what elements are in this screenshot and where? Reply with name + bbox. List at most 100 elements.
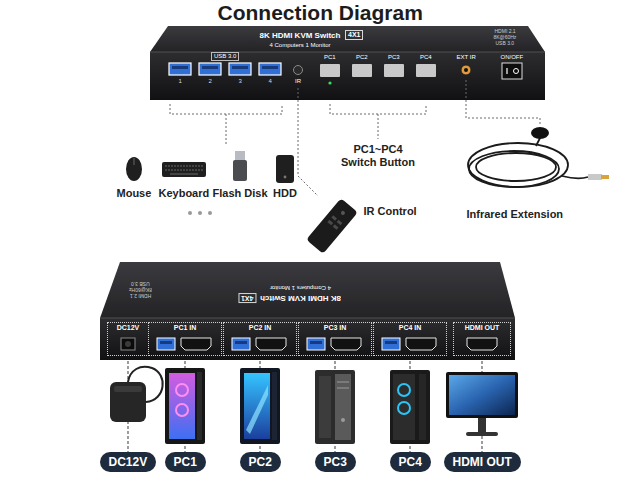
- button-label: PC4: [420, 54, 432, 61]
- pc-tower: [337, 388, 349, 389]
- usb-port: [310, 341, 322, 344]
- usb-port: [235, 341, 247, 344]
- tag-text: DC12V: [109, 452, 148, 472]
- pc-tower: [398, 402, 410, 414]
- pc-tower: [197, 372, 202, 440]
- leader-line: [378, 114, 379, 139]
- jack-label: EXT IR: [457, 54, 476, 61]
- device-print: 8K HDMI KVM Switch: [260, 294, 341, 303]
- pc-tower: [240, 368, 280, 444]
- power-adapter: [110, 367, 163, 422]
- pc-tower: [165, 368, 205, 444]
- power-switch: [506, 68, 507, 74]
- keyboard-icon: [162, 162, 206, 177]
- ir-remote: [327, 220, 333, 226]
- device-tag: PC2: [240, 452, 281, 472]
- port-label: HDMI OUT: [454, 324, 510, 332]
- flash-disk-icon: [233, 160, 247, 181]
- switch-button: [320, 64, 436, 85]
- ir-remote: [333, 224, 339, 230]
- usb-port: [157, 338, 400, 350]
- pc-tower: [337, 382, 349, 383]
- usb-port: [202, 66, 218, 69]
- kvm-top-face: [150, 26, 545, 52]
- dc-jack: [121, 338, 135, 350]
- port-label: DC12V: [108, 324, 148, 332]
- pc-tower: [315, 370, 355, 444]
- usb-port: [232, 338, 250, 350]
- switch-button: [416, 64, 436, 77]
- flash-disk-icon: [233, 151, 247, 181]
- badge-text: 4X1: [241, 294, 253, 302]
- kvm-back-body: [100, 262, 515, 318]
- port-label: PC4 IN: [374, 324, 446, 332]
- usb-port: [385, 341, 397, 344]
- dc-jack: [121, 338, 135, 350]
- device-tag: PC1: [165, 452, 206, 472]
- spec-print: 8K@60Hz: [494, 35, 517, 41]
- more-dots: [198, 211, 202, 215]
- pc-tower: [341, 418, 345, 422]
- device-tag: DC12V: [100, 452, 157, 472]
- usb-port: [157, 338, 175, 350]
- ir-extension-cable: [588, 174, 602, 180]
- leader-line: [170, 80, 540, 196]
- pc-tower: [393, 374, 415, 440]
- spec-print: USB 3.0: [131, 280, 150, 286]
- kvm-front-face: [150, 52, 545, 100]
- ir-extension-cable: [601, 175, 609, 179]
- device-print: 8K HDMI KVM Switch: [260, 31, 341, 40]
- device-tag: PC4: [390, 452, 431, 472]
- ir-extension-cable: [468, 127, 609, 187]
- pc-tower: [169, 373, 195, 439]
- spec-print: HDMI 2.1: [130, 292, 151, 298]
- kvm-back-body: [100, 318, 515, 360]
- usb-port: [232, 66, 248, 69]
- port-number: 4: [269, 78, 272, 85]
- more-dots: [188, 211, 192, 215]
- monitor: [449, 375, 515, 415]
- usb-port: [169, 63, 281, 75]
- diagram-title: Connection Diagram: [218, 1, 423, 25]
- ir-extension-cable: [536, 138, 540, 146]
- button-label: PC2: [356, 54, 368, 61]
- usb-port: [259, 63, 281, 75]
- usb-port: [262, 66, 278, 69]
- hdmi-port: [406, 338, 436, 350]
- port-group-label: USB 3.0: [211, 52, 239, 61]
- pc-tower: [272, 372, 277, 440]
- power-adapter: [110, 382, 146, 422]
- ext-ir-jack: [461, 65, 471, 75]
- tag-text: HDMI OUT: [453, 452, 512, 472]
- kvm-edge: [150, 52, 545, 53]
- switch-button: [352, 64, 372, 77]
- model-badge: 4X1: [345, 30, 363, 40]
- ir-extension-cable: [468, 143, 568, 187]
- device-print: 4 Computers 1 Monitor: [270, 284, 331, 291]
- device-print: 4 Computers 1 Monitor: [270, 42, 331, 49]
- spec-print: HDMI 2.1: [495, 29, 516, 35]
- ir-extension-cable: [531, 127, 549, 139]
- usb-port: [172, 66, 188, 69]
- ir-extension-cable: [476, 153, 556, 181]
- usb-port: [169, 63, 191, 75]
- monitor: [478, 418, 486, 432]
- monitor: [446, 372, 518, 418]
- pc-tower: [319, 376, 331, 438]
- more-dots: [188, 211, 212, 215]
- mouse-icon: [126, 157, 142, 181]
- hdmi-port: [181, 338, 497, 350]
- kvm-back-body: [100, 262, 515, 360]
- ir-remote: [331, 215, 337, 221]
- pc-tower: [335, 374, 351, 440]
- ir-receiver: [294, 66, 303, 75]
- keyboard-icon: [165, 170, 203, 171]
- port-label: PC1 IN: [149, 324, 221, 332]
- device-label: Flash Disk: [213, 187, 268, 200]
- power-switch: [502, 63, 522, 79]
- hdmi-output-port: HDMI OUT: [453, 322, 511, 356]
- button-label: PC1: [324, 54, 336, 61]
- port-number: 3: [239, 78, 242, 85]
